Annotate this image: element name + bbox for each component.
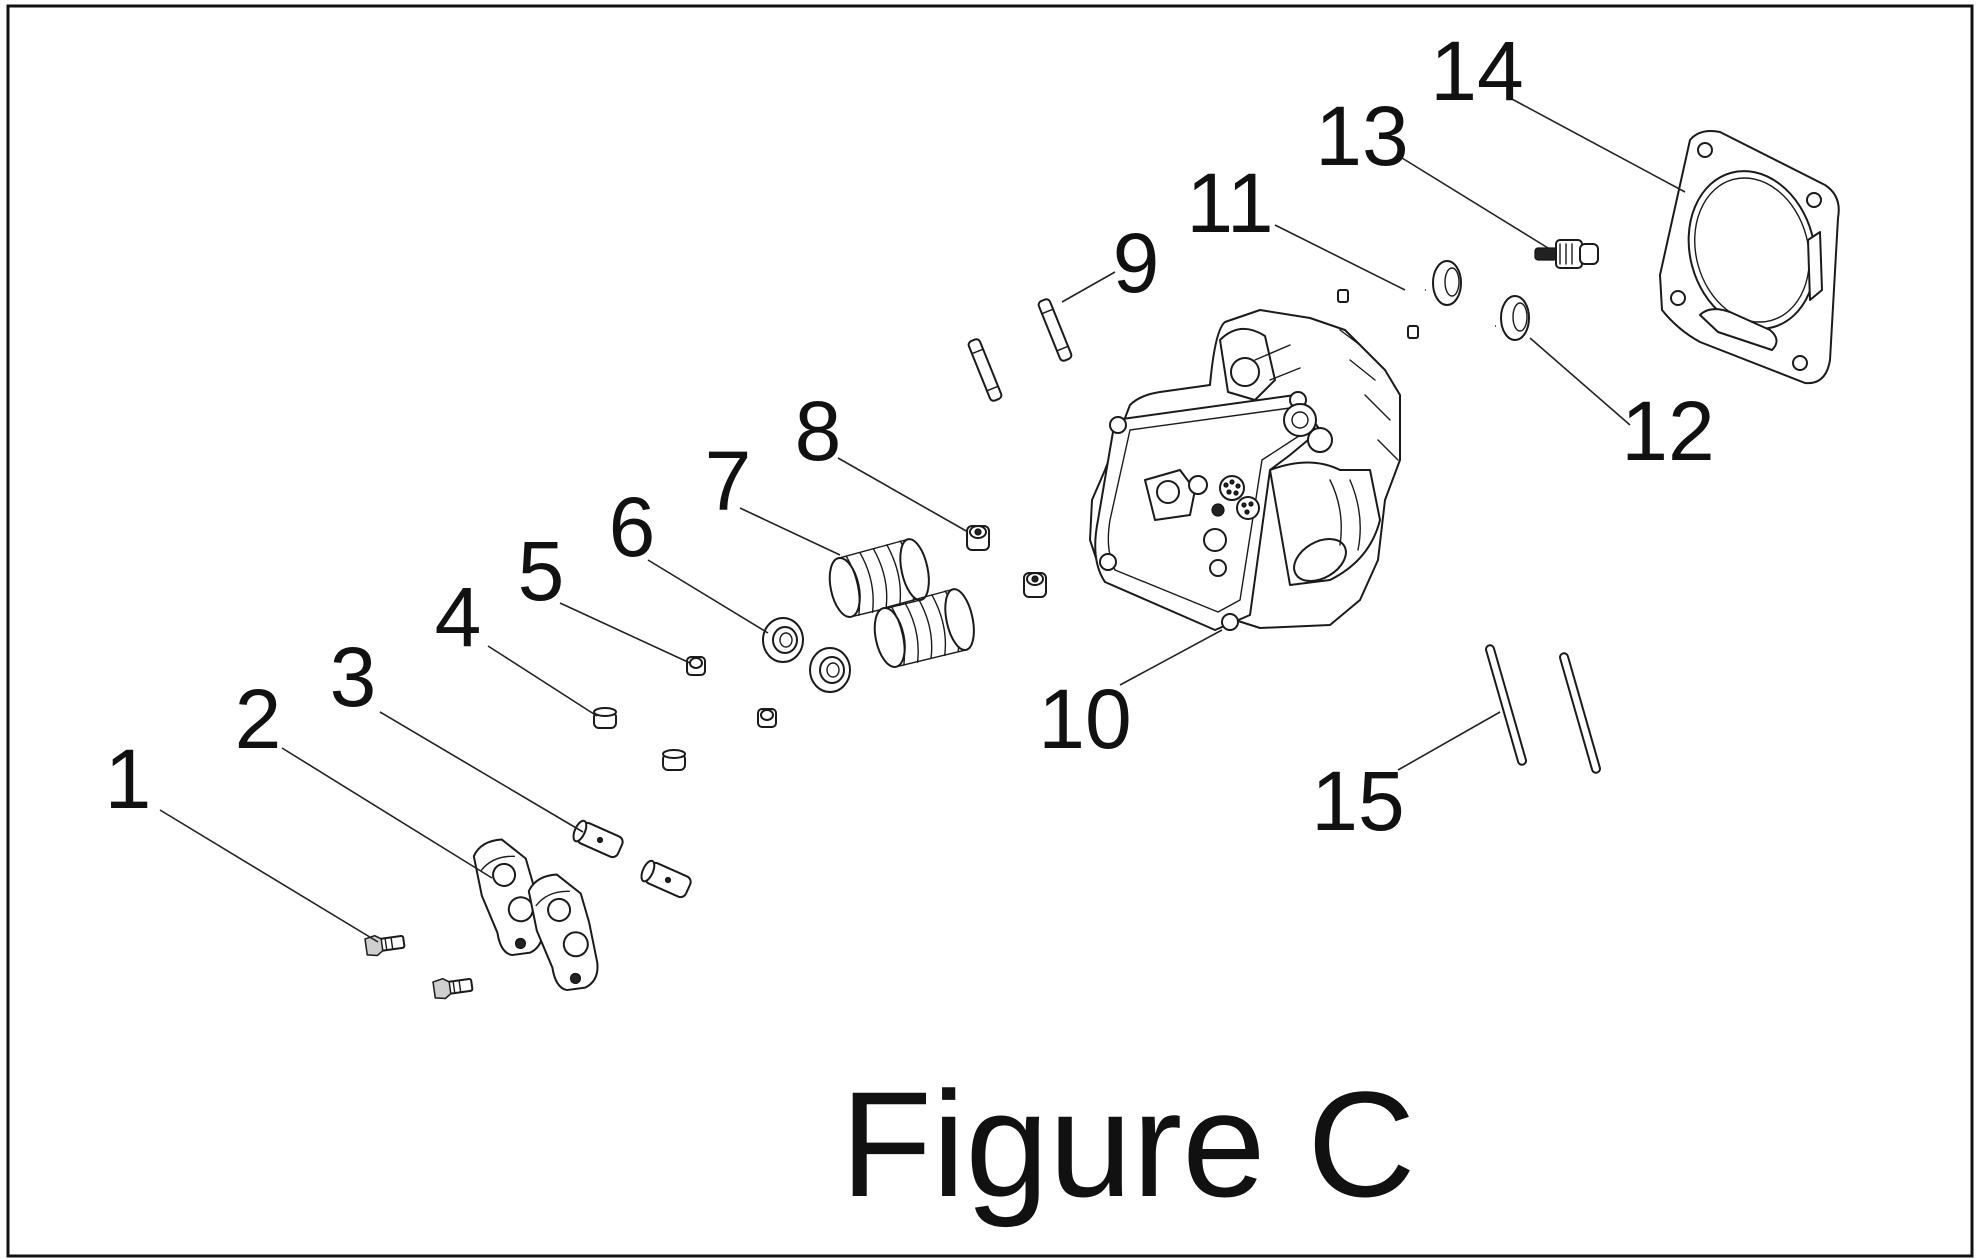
callout-12: 12 (1621, 384, 1714, 478)
leader-lines (159, 97, 1686, 943)
part-1-bolts (364, 934, 474, 1000)
callout-8: 8 (795, 384, 842, 478)
callout-11: 11 (1186, 156, 1273, 250)
callout-labels: 1 2 3 4 5 6 7 8 9 10 11 12 13 14 15 (105, 24, 1715, 848)
part-15-dowel-pins (1485, 644, 1601, 774)
callout-7: 7 (705, 434, 752, 528)
callout-15: 15 (1311, 754, 1404, 848)
part-2-rocker-arms (472, 838, 599, 992)
callout-4: 4 (435, 570, 482, 664)
callout-13: 13 (1315, 89, 1408, 183)
part-4-valve-caps (593, 707, 686, 771)
callout-14: 14 (1430, 24, 1523, 118)
part-9-push-rods (967, 298, 1073, 402)
part-14-head-gasket (1659, 130, 1840, 385)
callout-3: 3 (330, 630, 377, 724)
figure-border (6, 4, 1974, 1258)
callout-6: 6 (609, 480, 656, 574)
callout-5: 5 (518, 524, 565, 618)
figure-caption: Figure C (840, 1060, 1415, 1228)
callout-10: 10 (1038, 672, 1131, 766)
part-6-spring-retainers (762, 617, 851, 693)
part-7-valve-springs (828, 538, 975, 668)
callout-9: 9 (1113, 216, 1160, 310)
part-12-intake-valve (1407, 295, 1530, 341)
callout-1: 1 (105, 732, 152, 826)
spark-plug-hole (1211, 475, 1260, 520)
callout-2: 2 (235, 672, 282, 766)
part-11-exhaust-valve (1337, 260, 1462, 306)
part-13-fitting (1534, 239, 1599, 269)
part-10-cylinder-head (1089, 309, 1401, 631)
part-8-valve-stem-seals (966, 525, 1047, 598)
part-5-collets (686, 656, 777, 728)
